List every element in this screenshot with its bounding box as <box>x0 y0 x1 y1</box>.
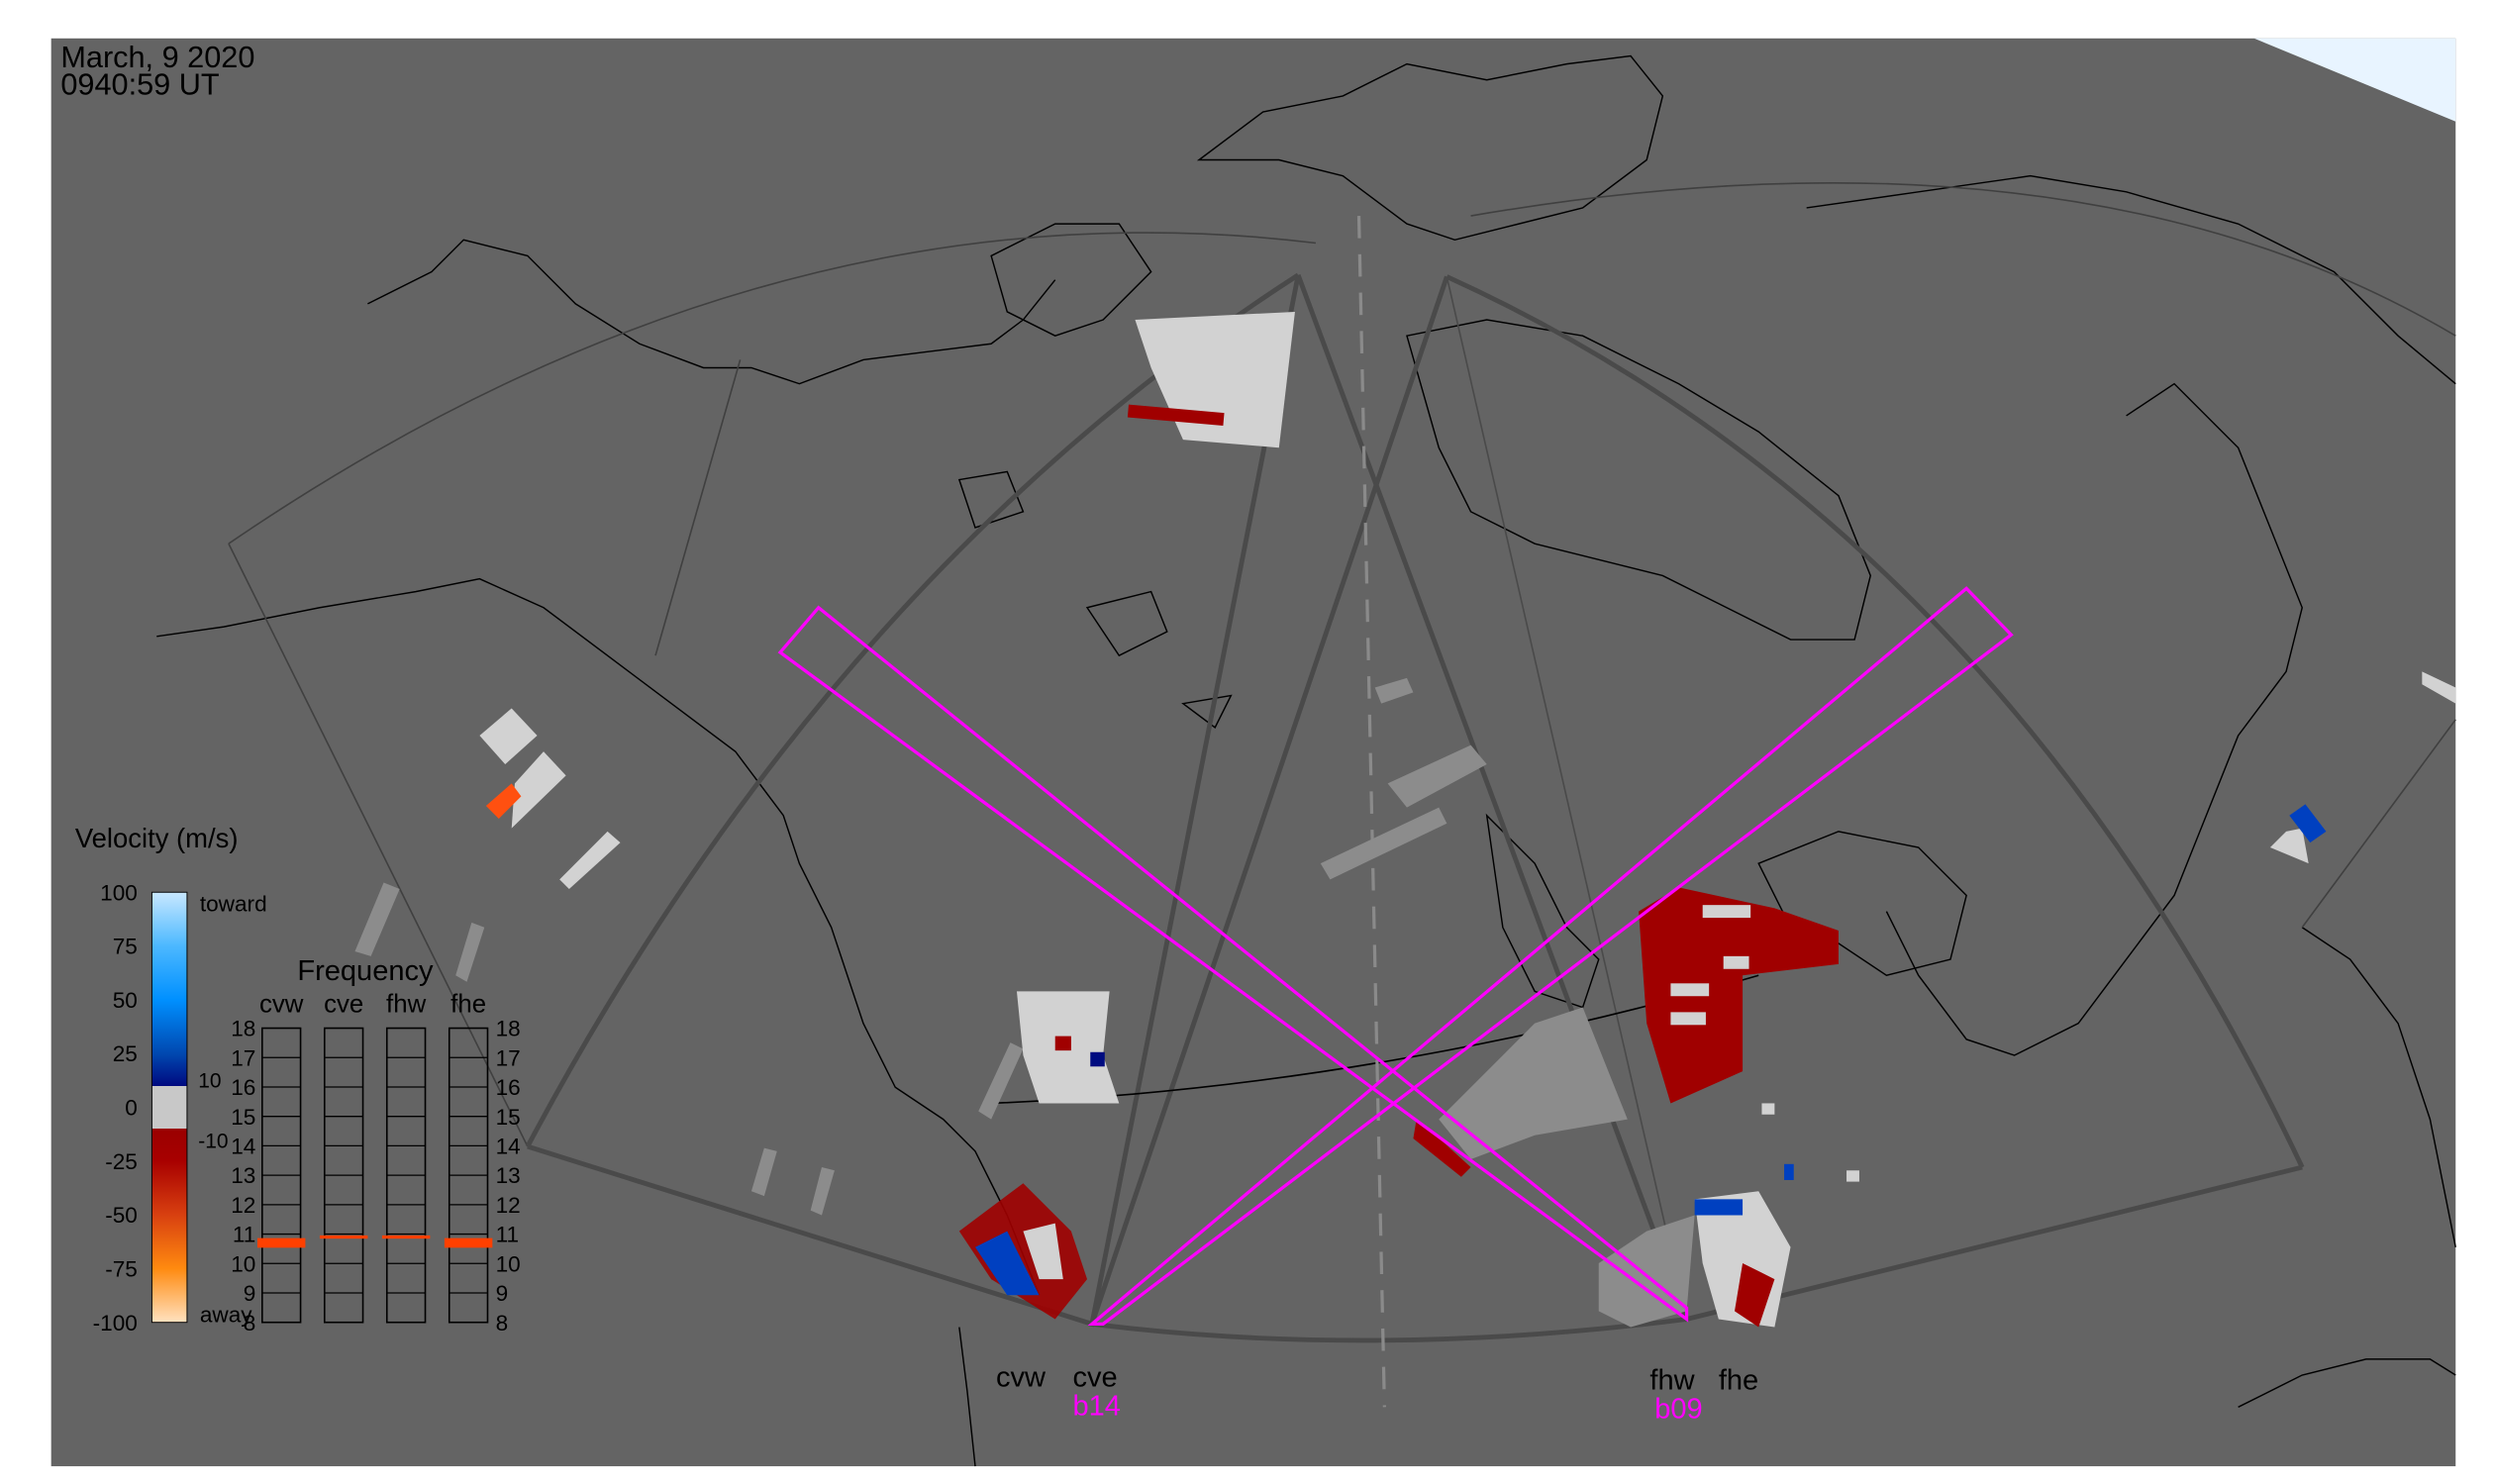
beam-label-b14: b14 <box>1072 1390 1120 1422</box>
radar-label-fhw: fhw <box>1649 1365 1695 1397</box>
frequency-tick-left: 11 <box>233 1223 255 1247</box>
frequency-tick-left: 13 <box>231 1163 255 1188</box>
frequency-tick-left: 9 <box>244 1281 256 1306</box>
inner-tick-minus-10: -10 <box>198 1131 228 1153</box>
frequency-tick-left: 8 <box>244 1311 256 1336</box>
frequency-tick-right: 8 <box>496 1311 509 1336</box>
velocity-tick: 50 <box>113 988 138 1013</box>
date-label: March, 9 2020 <box>60 40 254 74</box>
frequency-tick-right: 13 <box>496 1163 521 1188</box>
frequency-tick-left: 12 <box>231 1193 255 1218</box>
velocity-tick: -25 <box>105 1149 138 1174</box>
frequency-column-label-fhw: fhw <box>386 990 427 1018</box>
velocity-colorbar <box>150 891 188 1324</box>
velocity-tick: 75 <box>113 935 138 959</box>
radar-label-cve: cve <box>1072 1361 1117 1393</box>
frequency-tick-right: 9 <box>496 1281 509 1306</box>
away-label: away <box>200 1303 252 1328</box>
frequency-title: Frequency <box>297 955 434 987</box>
velocity-scatter <box>354 311 2456 1328</box>
frequency-tick-right: 10 <box>496 1251 521 1276</box>
beam-b09 <box>777 605 1689 1323</box>
frequency-tick-right: 17 <box>496 1045 521 1070</box>
frequency-column-label-cve: cve <box>324 990 363 1018</box>
frequency-tick-right: 16 <box>496 1075 521 1100</box>
frequency-tick-left: 17 <box>231 1045 255 1070</box>
beam-label-b09: b09 <box>1654 1394 1702 1426</box>
radar-label-fhe: fhe <box>1719 1365 1758 1397</box>
velocity-tick: 25 <box>113 1041 138 1066</box>
frequency-marker-cvw <box>256 1237 306 1248</box>
frequency-tick-right: 12 <box>496 1193 521 1218</box>
frequency-tick-left: 18 <box>231 1017 255 1041</box>
frequency-column-label-cvw: cvw <box>259 990 304 1018</box>
velocity-legend-title: Velocity (m/s) <box>75 823 239 853</box>
frequency-tick-left: 10 <box>231 1251 255 1276</box>
toward-label: toward <box>200 892 267 917</box>
frequency-marker-fhw <box>381 1235 431 1239</box>
velocity-tick: 0 <box>125 1096 138 1121</box>
velocity-tick: -75 <box>105 1256 138 1281</box>
velocity-tick: -100 <box>93 1311 138 1336</box>
map-background <box>50 38 2456 1467</box>
radar-label-cvw: cvw <box>996 1361 1047 1393</box>
coastlines <box>156 54 2456 1467</box>
corner-sky <box>2253 38 2456 122</box>
frequency-column-label-fhe: fhe <box>450 990 486 1018</box>
frequency-tick-left: 14 <box>231 1134 255 1158</box>
beam-b14 <box>1087 586 2014 1326</box>
velocity-ticks: 100 75 50 25 0 -25 -50 -75 -100 <box>93 880 138 1335</box>
time-label: 0940:59 UT <box>60 66 220 101</box>
frequency-tick-left: 16 <box>231 1075 255 1100</box>
frequency-marker-fhe <box>444 1237 493 1248</box>
velocity-tick: 100 <box>100 880 138 905</box>
highlighted-beams <box>777 586 2014 1326</box>
frequency-tick-right: 14 <box>496 1134 521 1158</box>
velocity-tick: -50 <box>105 1203 138 1228</box>
frequency-tick-left: 15 <box>231 1105 255 1130</box>
inner-tick-10: 10 <box>198 1069 221 1092</box>
frequency-marker-cve <box>319 1235 368 1239</box>
frequency-tick-right: 15 <box>496 1105 521 1130</box>
frequency-tick-right: 18 <box>496 1017 521 1041</box>
frequency-tick-right: 11 <box>496 1223 519 1247</box>
